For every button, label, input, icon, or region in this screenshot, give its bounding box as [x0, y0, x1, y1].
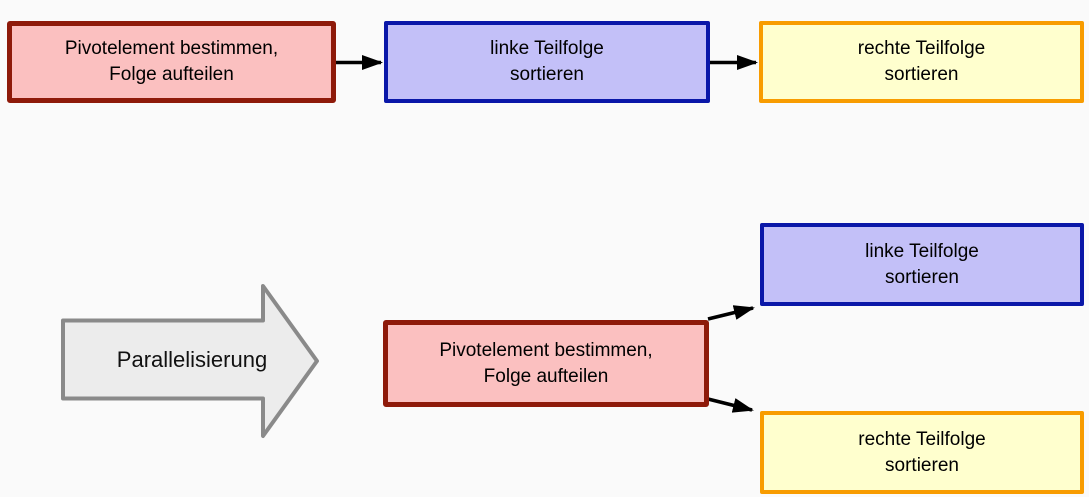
sequential-right-line2: sortieren	[884, 64, 959, 85]
parallelization-block-arrow	[61, 284, 319, 438]
parallel-left-subsequence-box: linke Teilfolge sortieren	[760, 223, 1084, 306]
sequential-pivot-box: Pivotelement bestimmen, Folge aufteilen	[7, 21, 336, 103]
parallelization-arrow-label: Parallelisierung	[116, 347, 268, 372]
parallel-right-line1: rechte Teilfolge	[858, 428, 986, 450]
sequential-left-line2: sortieren	[510, 64, 584, 85]
parallel-right-line2: sortieren	[885, 454, 959, 476]
parallel-pivot-line1: Pivotelement bestimmen,	[439, 339, 653, 361]
arrow-par-pivot-to-left	[707, 305, 755, 321]
sequential-right-line1: rechte Teilfolge	[857, 38, 986, 59]
arrow-par-pivot-to-right	[707, 397, 754, 413]
sequential-left-subsequence-box: linke Teilfolge sortieren	[384, 21, 710, 103]
parallel-left-line1: linke Teilfolge	[865, 240, 979, 262]
sequential-left-line1: linke Teilfolge	[490, 38, 604, 59]
parallel-pivot-box: Pivotelement bestimmen, Folge aufteilen	[383, 320, 709, 407]
parallel-left-line2: sortieren	[885, 266, 959, 288]
sequential-pivot-line1: Pivotelement bestimmen,	[64, 38, 279, 59]
parallel-pivot-line2: Folge aufteilen	[483, 365, 609, 387]
sequential-right-subsequence-box: rechte Teilfolge sortieren	[759, 21, 1084, 103]
parallel-right-subsequence-box: rechte Teilfolge sortieren	[760, 411, 1084, 494]
sequential-pivot-line2: Folge aufteilen	[109, 64, 234, 85]
